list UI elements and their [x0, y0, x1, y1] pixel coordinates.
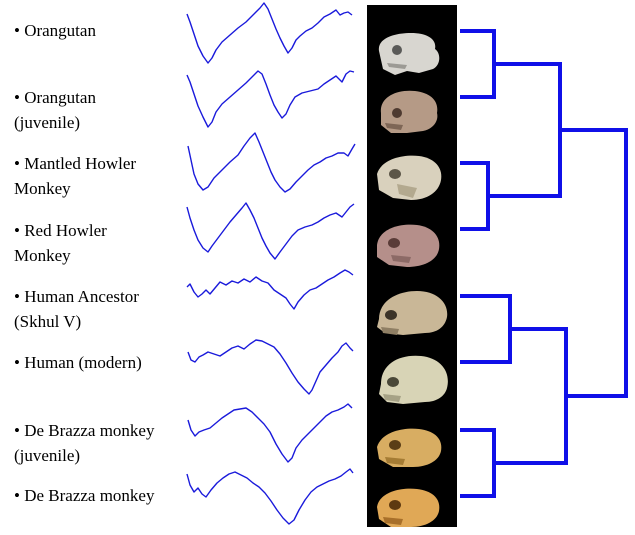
dendro-branch-de-brazza [462, 430, 494, 496]
dendro-branch-apes-howlers [488, 64, 560, 196]
dendro-branch-humans-de-brazza [494, 329, 566, 463]
dendro-branch-humans [462, 296, 510, 362]
dendro-branch-howlers [462, 163, 488, 229]
dendro-root [560, 130, 626, 396]
dendro-branch-orangutans [462, 31, 494, 97]
